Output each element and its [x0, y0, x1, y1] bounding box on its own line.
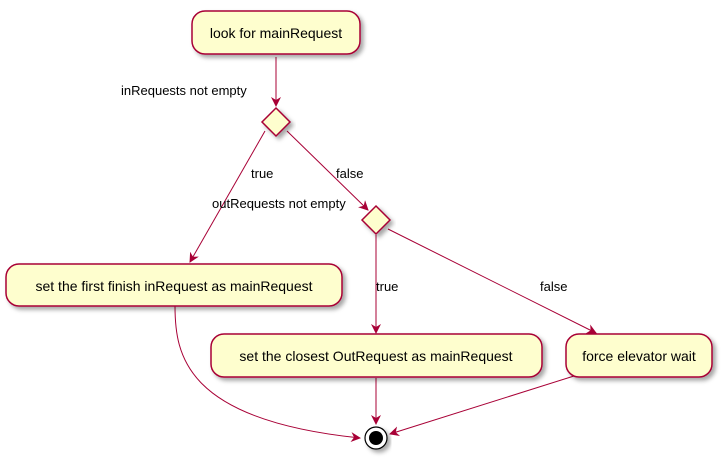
edge-decision2-false: [387, 228, 597, 334]
action-label: look for mainRequest: [210, 25, 342, 41]
stop-icon: [364, 426, 388, 450]
decision2-false-label: false: [540, 279, 567, 294]
edge-decision1-false: [286, 130, 369, 211]
action-look-for-main-request: look for mainRequest: [191, 10, 361, 55]
action-force-elevator-wait: force elevator wait: [565, 333, 713, 378]
edge-set-first-to-end: [174, 305, 361, 443]
decision-in-requests-not-empty: [260, 106, 292, 138]
decision1-false-label: false: [336, 166, 363, 181]
action-label: set the first finish inRequest as mainRe…: [35, 278, 312, 294]
decision2-true-label: true: [376, 279, 398, 294]
decision2-condition-label: outRequests not empty: [212, 196, 346, 211]
action-label: set the closest OutRequest as mainReques…: [239, 348, 512, 364]
edge-decision1-true: [189, 130, 266, 263]
edge-force-wait-to-end: [389, 375, 575, 437]
action-set-first-finish-in-request: set the first finish inRequest as mainRe…: [5, 263, 343, 307]
action-set-closest-out-request: set the closest OutRequest as mainReques…: [210, 333, 543, 378]
decision1-true-label: true: [251, 166, 273, 181]
decision1-condition-label: inRequests not empty: [121, 83, 247, 98]
action-label: force elevator wait: [582, 348, 696, 364]
decision-out-requests-not-empty: [360, 204, 392, 236]
